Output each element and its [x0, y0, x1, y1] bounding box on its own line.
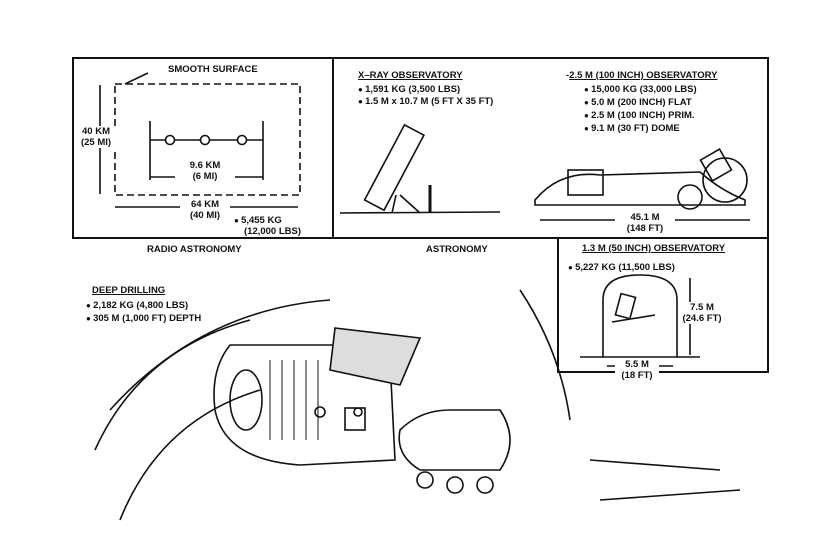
drilling-bullet: 305 M (1,000 FT) DEPTH — [86, 313, 201, 324]
xray-telescope — [363, 123, 425, 212]
smooth-surface-outline — [114, 83, 301, 196]
obs-50-bullet: 5,227 KG (11,500 LBS) — [568, 262, 675, 273]
top-panel-frame — [72, 57, 769, 239]
xray-title: X–RAY OBSERVATORY — [358, 70, 463, 81]
drilling-title: DEEP DRILLING — [92, 285, 166, 296]
xray-bullet: 1.5 M x 10.7 M (5 FT X 35 FT) — [358, 96, 493, 107]
obs-100-bullet: 5.0 M (200 INCH) FLAT — [584, 97, 692, 108]
radio-mass-label: 5,455 KG(12,000 LBS) — [234, 215, 301, 237]
obs-100-bullet: 15,000 KG (33,000 LBS) — [584, 84, 697, 95]
solar-panel — [329, 327, 422, 386]
leader-line — [124, 72, 149, 85]
array-width-label: 9.6 KM(6 MI) — [175, 160, 235, 182]
obs-100-length-label: 45.1 M(148 FT) — [615, 212, 675, 234]
obs-50-title: 1.3 M (50 INCH) OBSERVATORY — [582, 243, 726, 254]
height-label: 40 KM(25 MI) — [76, 126, 116, 148]
rover — [398, 409, 511, 471]
obs-50-dome — [602, 274, 678, 357]
drilling-bullet: 2,182 KG (4,800 LBS) — [86, 300, 188, 311]
obs-50-height-label: 7.5 M(24.6 FT) — [680, 302, 724, 324]
terrain-lines — [94, 299, 331, 521]
panel-divider — [332, 57, 334, 239]
smooth-surface-label: SMOOTH SURFACE — [168, 64, 258, 75]
equipment-crate — [344, 407, 366, 431]
surface-width-label: 64 KM(40 MI) — [180, 199, 230, 221]
obs-50-width-label: 5.5 M(18 FT) — [615, 359, 659, 381]
obs-100-terrain — [534, 171, 746, 206]
obs-100-bullet: 9.1 M (30 FT) DOME — [584, 123, 680, 134]
obs-100-title: -2.5 M (100 INCH) OBSERVATORY — [566, 70, 718, 81]
obs-50-frame — [557, 237, 769, 373]
xray-bullet: 1,591 KG (3,500 LBS) — [358, 84, 460, 95]
radio-astronomy-caption: RADIO ASTRONOMY — [147, 244, 242, 255]
obs-100-bullet: 2.5 M (100 INCH) PRIM. — [584, 110, 694, 121]
astronomy-caption: ASTRONOMY — [426, 244, 488, 255]
